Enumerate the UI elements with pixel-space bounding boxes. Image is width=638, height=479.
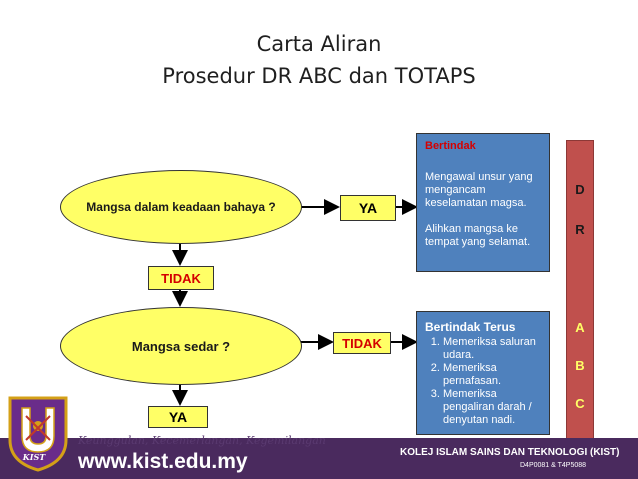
kist-logo — [8, 396, 68, 472]
no-label-1: TIDAK — [161, 270, 201, 286]
direct-action-step: Memeriksa pengaliran darah / denyutan na… — [443, 388, 541, 427]
letter-a: A — [575, 320, 585, 335]
letter-c: C — [575, 396, 585, 411]
direct-action-box: Bertindak Terus Memeriksa saluran udara.… — [416, 311, 550, 435]
no-label-2: TIDAK — [342, 335, 382, 351]
decision-in-danger-label: Mangsa dalam keadaan bahaya ? — [86, 200, 276, 214]
letter-b: B — [575, 358, 585, 373]
college-code: D4P0081 & T4P5088 — [520, 462, 587, 469]
action-box-heading: Bertindak — [425, 140, 476, 152]
no-box-2: TIDAK — [333, 332, 391, 354]
logo-name: KOLEJ ISLAM SAINS & TEKNOLOGI — [22, 378, 54, 393]
website-url[interactable]: www.kist.edu.my — [78, 450, 248, 473]
direct-action-step: Memeriksa saluran udara. — [443, 336, 541, 362]
letter-d: D — [575, 182, 585, 197]
action-box-text-2: Alihkan mangsa ke tempat yang selamat. — [425, 223, 531, 248]
college-name: KOLEJ ISLAM SAINS DAN TEKNOLOGI (KIST) — [400, 447, 620, 458]
action-box-text-1: Mengawal unsur yang mengancam keselamata… — [425, 171, 533, 209]
action-box: Bertindak Mengawal unsur yang mengancam … — [416, 133, 550, 272]
yes-box-2: YA — [148, 406, 208, 428]
decision-conscious: Mangsa sedar ? — [60, 307, 302, 385]
yes-label-2: YA — [168, 409, 188, 425]
yes-label-1: YA — [358, 200, 378, 216]
decision-conscious-label: Mangsa sedar ? — [131, 338, 231, 354]
letter-r: R — [575, 222, 585, 237]
direct-action-heading: Bertindak Terus — [425, 320, 516, 334]
drabc-bar — [566, 140, 594, 440]
no-box-1: TIDAK — [148, 266, 214, 290]
direct-action-steps: Memeriksa saluran udara. Memeriksa perna… — [425, 336, 541, 427]
motto-text: Keunggulan, Kecemerlangan, Kegemilangan — [78, 434, 326, 447]
title-line-2: Prosedur DR ABC dan TOTAPS — [162, 64, 476, 88]
logo-abbr: KIST — [22, 452, 46, 462]
title-line-1: Carta Aliran — [256, 32, 382, 56]
decision-in-danger: Mangsa dalam keadaan bahaya ? — [60, 170, 302, 244]
direct-action-step: Memeriksa pernafasan. — [443, 362, 541, 388]
footer-band — [0, 438, 638, 479]
yes-box-1: YA — [340, 195, 396, 221]
